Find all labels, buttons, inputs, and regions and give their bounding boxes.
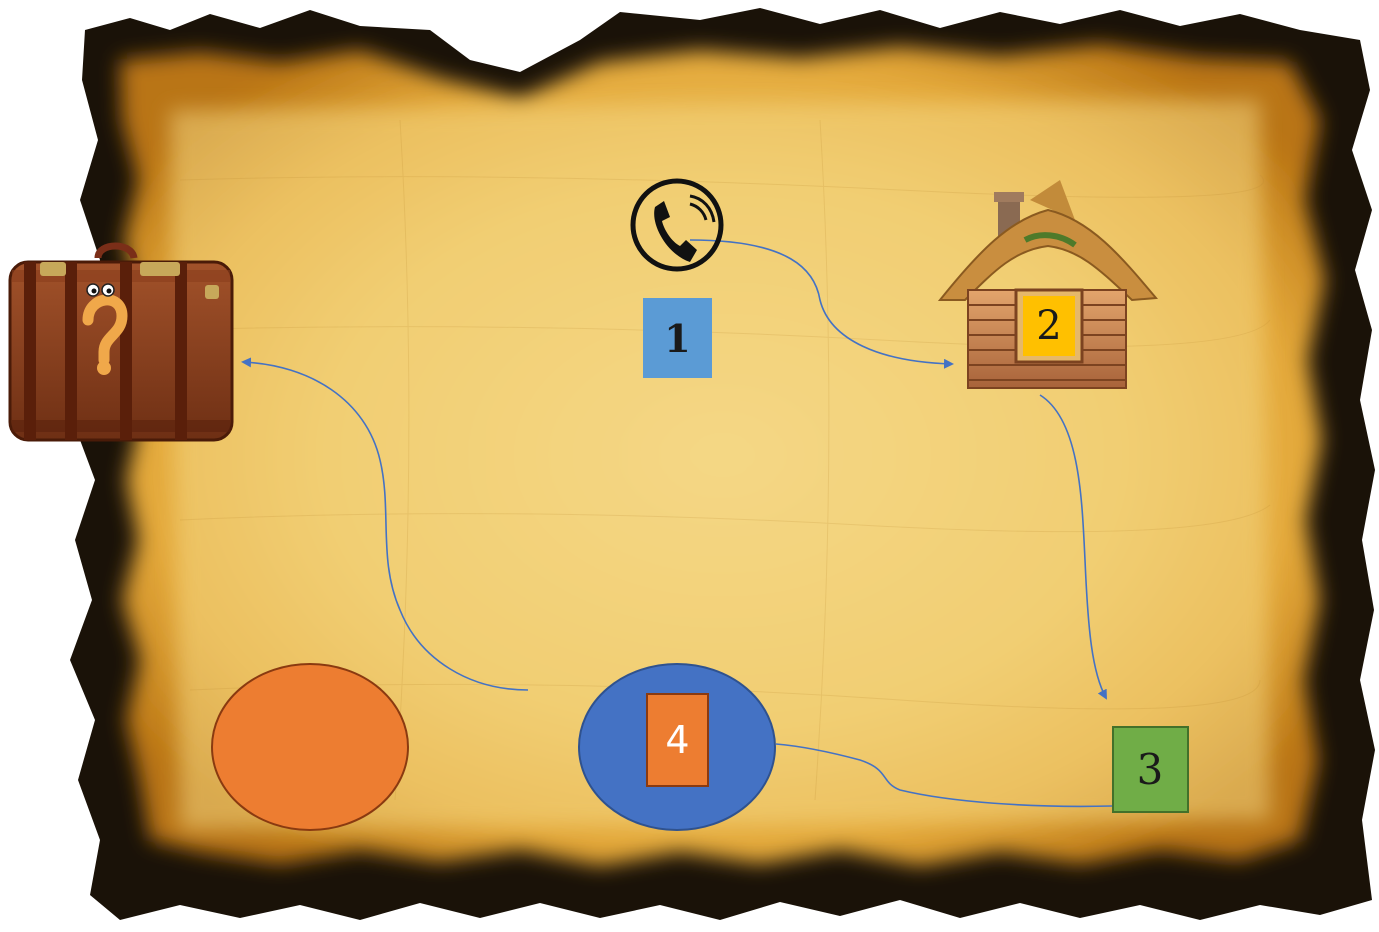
step-1-label: 1	[643, 298, 712, 378]
step-2-label: 2	[1023, 296, 1075, 356]
step-4-label: 4	[647, 694, 708, 786]
suitcase-icon	[10, 246, 232, 440]
orange-circle	[212, 664, 408, 830]
step-3-label: 3	[1112, 726, 1188, 812]
